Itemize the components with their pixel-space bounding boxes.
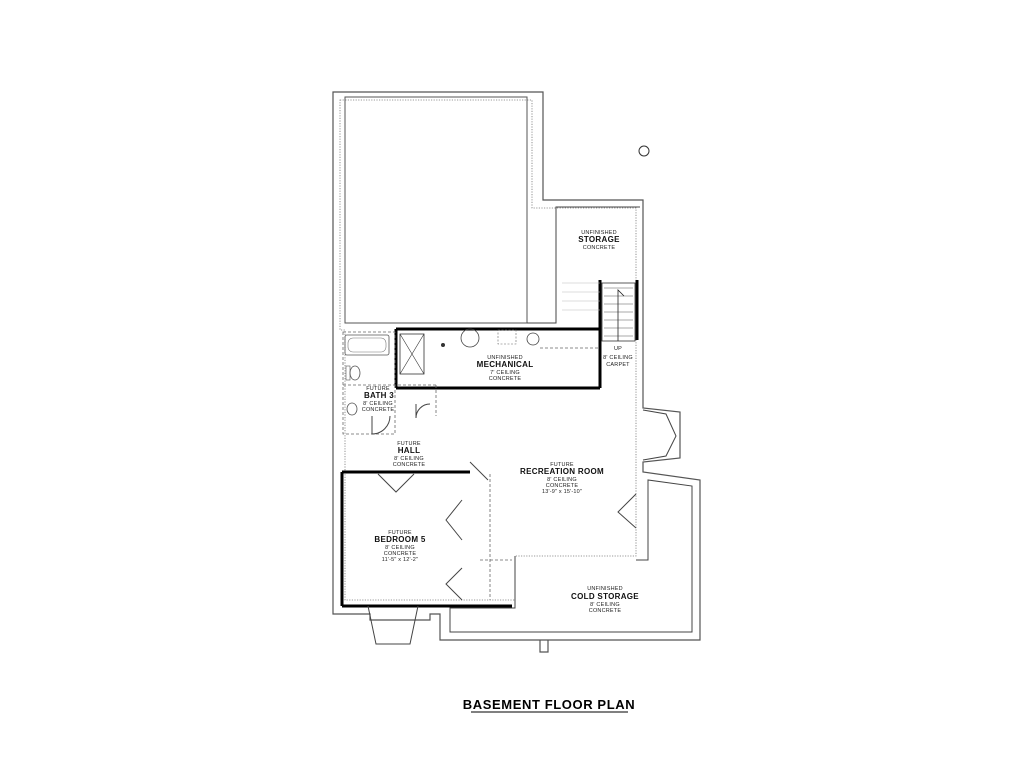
bath-ceiling: 8' CEILING	[363, 401, 393, 407]
mechanical-status: UNFINISHED	[487, 355, 523, 361]
mechanical-ceiling: 7' CEILING	[490, 370, 520, 376]
label-mechanical: UNFINISHED MECHANICAL 7' CEILING CONCRET…	[477, 355, 534, 382]
mechanical-floor: CONCRETE	[489, 376, 522, 382]
bath-floor: CONCRETE	[362, 407, 395, 413]
label-bedroom: FUTURE BEDROOM 5 8' CEILING CONCRETE 11'…	[374, 530, 425, 563]
recreation-name: RECREATION ROOM	[520, 467, 604, 476]
mechanical-name: MECHANICAL	[477, 360, 534, 369]
bath-name: BATH 3	[364, 391, 394, 400]
cold-storage-ceiling: 8' CEILING	[590, 602, 620, 608]
bedroom-closet-door-upper	[445, 499, 463, 541]
partition-walls	[342, 331, 693, 633]
label-hall: FUTURE HALL 8' CEILING CONCRETE	[393, 441, 426, 468]
garage-slab-area	[344, 96, 528, 324]
mechanical-equipment	[399, 328, 540, 388]
plan-title: BASEMENT FLOOR PLAN	[463, 697, 635, 712]
bedroom-closet-door-lower	[445, 567, 463, 601]
bath-door-swing	[371, 415, 391, 435]
bath-fixtures	[344, 334, 390, 416]
egress-window-well	[367, 605, 419, 645]
bath-status: FUTURE	[366, 386, 390, 392]
storage-name: STORAGE	[578, 235, 620, 244]
cold-storage-wall	[449, 479, 693, 633]
recreation-size: 13'-9" x 15'-10"	[542, 489, 582, 495]
recreation-status: FUTURE	[550, 462, 574, 468]
hall-status: FUTURE	[397, 441, 421, 447]
cold-storage-floor: CONCRETE	[589, 608, 622, 614]
bedroom-ceiling: 8' CEILING	[385, 545, 415, 551]
cold-storage-status: UNFINISHED	[587, 586, 623, 592]
hall-name: HALL	[398, 446, 421, 455]
hall-floor: CONCRETE	[393, 462, 426, 468]
label-bath: FUTURE BATH 3 8' CEILING CONCRETE	[362, 386, 395, 413]
bedroom-size: 11'-5" x 12'-2"	[382, 557, 418, 563]
interior-walls	[340, 280, 639, 608]
cold-storage-name: COLD STORAGE	[571, 592, 639, 601]
foundation-outer-wall	[332, 91, 701, 653]
label-cold-storage: UNFINISHED COLD STORAGE 8' CEILING CONCR…	[571, 586, 639, 614]
toilet	[349, 365, 361, 381]
sink	[346, 402, 358, 416]
rec-closet-door	[469, 461, 489, 481]
staircase	[562, 282, 636, 342]
label-storage: UNFINISHED STORAGE CONCRETE	[578, 230, 620, 251]
foundation-walls	[332, 91, 701, 653]
bedroom-status: FUTURE	[388, 530, 412, 536]
water-heater	[460, 328, 480, 348]
hall-ceiling: 8' CEILING	[394, 456, 424, 462]
window-well-east	[642, 409, 677, 461]
foundation-inner-wall	[339, 99, 637, 601]
doors	[367, 403, 677, 645]
bedroom-name: BEDROOM 5	[374, 535, 425, 544]
cold-storage-door	[617, 493, 637, 529]
sump-pit	[526, 332, 540, 346]
storage-status: UNFINISHED	[581, 230, 617, 236]
recreation-ceiling: 8' CEILING	[547, 477, 577, 483]
garage-slab-step	[527, 206, 640, 324]
stair-ceiling: 8' CEILING	[603, 355, 633, 361]
floor-drain	[441, 343, 445, 347]
closet-door-swing	[415, 403, 431, 419]
survey-marker	[638, 145, 650, 157]
label-stair: UP 8' CEILING CARPET	[603, 346, 633, 368]
label-recreation: FUTURE RECREATION ROOM 8' CEILING CONCRE…	[520, 462, 604, 495]
bedroom-door-swing	[377, 473, 415, 493]
storage-ceiling: CONCRETE	[583, 245, 616, 251]
stair-floor: CARPET	[606, 362, 630, 368]
stair-direction: UP	[614, 346, 622, 352]
bathtub	[344, 334, 390, 356]
bedroom-floor: CONCRETE	[384, 551, 417, 557]
bath-partition	[342, 331, 396, 435]
recreation-floor: CONCRETE	[546, 483, 579, 489]
furnace-unit	[399, 333, 425, 375]
